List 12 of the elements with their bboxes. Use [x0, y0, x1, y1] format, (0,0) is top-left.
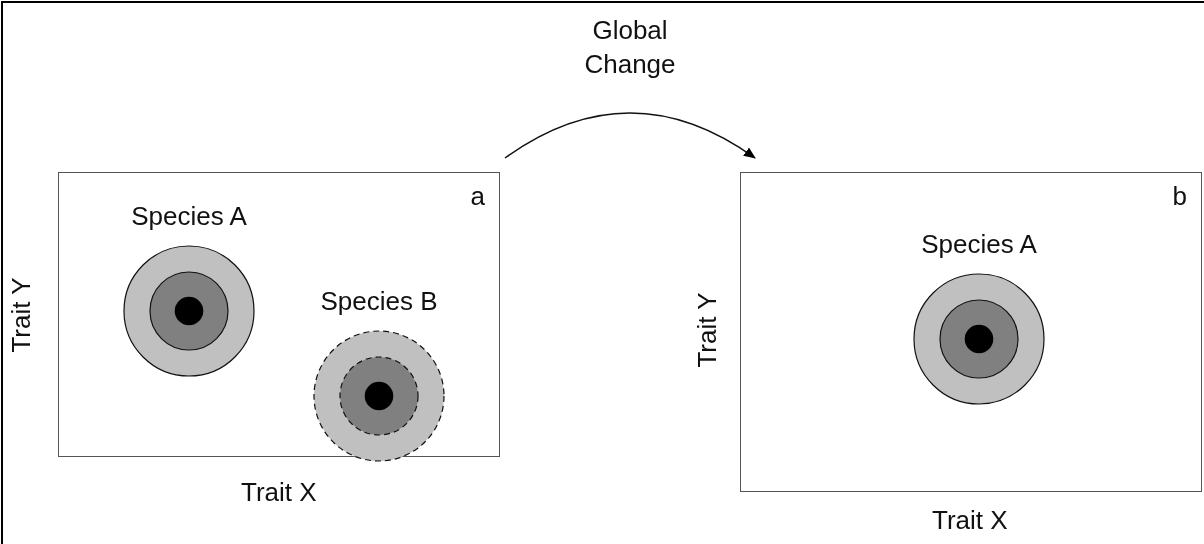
axis-label: Trait X [241, 479, 317, 505]
axis-label: Trait X [932, 507, 1008, 533]
species-label: Species A [920, 231, 1038, 257]
panel-letter: b [1172, 183, 1187, 209]
axis-label: Trait Y [7, 277, 34, 353]
axis-label: Trait Y [693, 292, 720, 368]
species-label: Species B [319, 288, 439, 314]
curved-arrow [504, 112, 756, 159]
edge-label: Global Change [583, 14, 677, 81]
plot-panel [740, 172, 1202, 492]
species-label: Species A [130, 203, 248, 229]
panel-letter: a [470, 183, 485, 209]
